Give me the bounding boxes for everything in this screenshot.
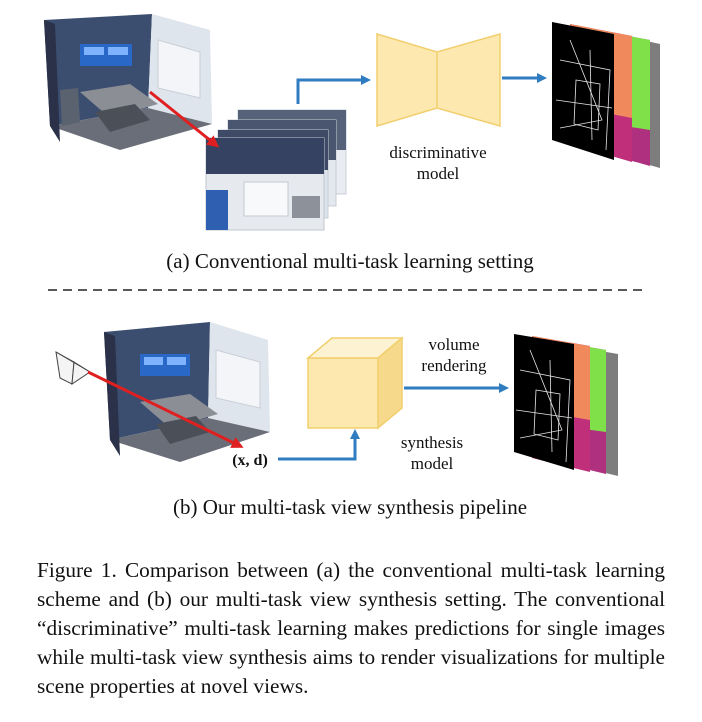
panel-a: discriminative model (a) Conventional mu…	[44, 14, 660, 273]
panel-b: (x, d) synthesis model volume rendering	[55, 322, 618, 519]
room-scene-a	[44, 14, 212, 150]
synthesis-model-label-line2: model	[411, 454, 454, 473]
input-image-front	[205, 137, 325, 231]
synthesis-model-label-line1: synthesis	[401, 433, 463, 452]
red-arrow-a	[149, 90, 220, 148]
panel-b-caption: (b) Our multi-task view synthesis pipeli…	[173, 495, 527, 519]
camera-ray-arrow	[87, 370, 244, 448]
discriminative-model-shape	[376, 32, 501, 128]
volume-rendering-label-line1: volume	[429, 335, 480, 354]
output-maps-b	[514, 334, 618, 476]
camera-icon	[55, 351, 91, 385]
panel-a-caption: (a) Conventional multi-task learning set…	[166, 249, 534, 273]
discriminative-model-label-line2: model	[417, 164, 460, 183]
room-scene-b	[104, 322, 270, 462]
blue-arrow-to-discriminative-model	[296, 75, 371, 104]
discriminative-model-label-line1: discriminative	[389, 143, 486, 162]
input-image-stack	[205, 109, 347, 231]
blue-arrow-to-synthesis-model	[278, 429, 360, 461]
output-maps-a	[552, 22, 660, 168]
volume-rendering-label-line2: rendering	[421, 356, 487, 375]
figure-caption: Figure 1. Comparison between (a) the con…	[37, 558, 665, 698]
comparison-diagram: discriminative model (a) Conventional mu…	[44, 14, 660, 519]
synthesis-model-cube	[305, 336, 405, 430]
ray-input-label: (x, d)	[232, 452, 268, 469]
